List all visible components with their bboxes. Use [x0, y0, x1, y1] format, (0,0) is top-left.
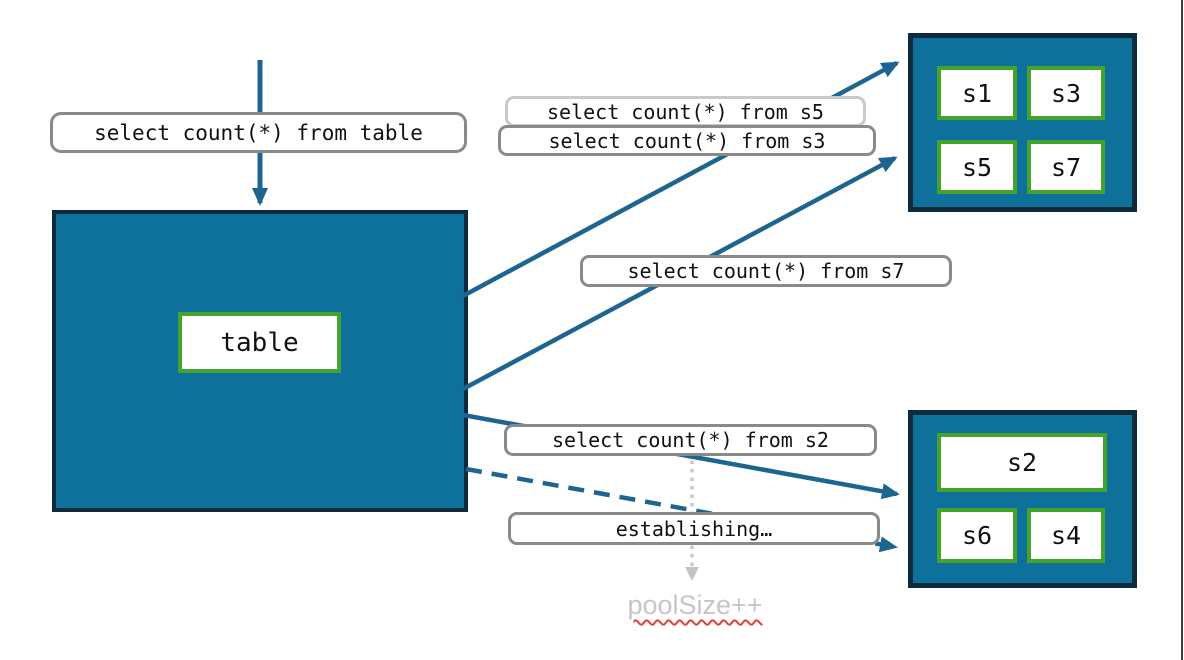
table-node-label-box: table [178, 312, 341, 373]
window-edge-line [1181, 0, 1183, 660]
shard-label-s7: s7 [1050, 152, 1082, 182]
shard-cell-s2: s2 [937, 433, 1107, 492]
query-label-s3: select count(*) from s3 [498, 125, 876, 156]
shard-label-s1: s1 [961, 78, 993, 108]
poolsize-note-text: poolSize++ [627, 590, 763, 620]
shard-group-top: s1 s3 s5 s7 [908, 33, 1137, 212]
query-label-s2: select count(*) from s2 [504, 424, 877, 456]
establishing-label-text: establishing… [615, 516, 773, 541]
shard-cell-s6: s6 [937, 508, 1017, 563]
query-label-s5: select count(*) from s5 [505, 96, 866, 127]
shard-label-s5: s5 [961, 152, 993, 182]
shard-label-s4: s4 [1050, 521, 1082, 550]
table-node: table [52, 210, 468, 512]
shard-label-s3: s3 [1050, 78, 1082, 108]
query-label-s7-text: select count(*) from s7 [627, 259, 905, 283]
arrow-establishing-dashed [465, 466, 898, 553]
query-label-table: select count(*) from table [50, 112, 467, 153]
shard-group-bottom: s2 s6 s4 [908, 410, 1137, 588]
shard-label-s6: s6 [961, 521, 993, 550]
poolsize-note: poolSize++ [600, 590, 790, 621]
query-label-s2-text: select count(*) from s2 [552, 428, 829, 452]
query-label-s7: select count(*) from s7 [580, 255, 952, 287]
shard-cell-s4: s4 [1027, 508, 1105, 563]
shard-cell-s7: s7 [1027, 140, 1105, 194]
establishing-label: establishing… [508, 512, 880, 545]
query-label-s3-text: select count(*) from s3 [548, 128, 826, 153]
query-label-s5-text: select count(*) from s5 [547, 99, 824, 124]
shard-cell-s1: s1 [937, 66, 1017, 120]
shard-cell-s3: s3 [1027, 66, 1105, 120]
shard-label-s2: s2 [1006, 448, 1038, 477]
shard-cell-s5: s5 [937, 140, 1017, 194]
table-label: table [220, 327, 299, 358]
query-label-table-text: select count(*) from table [94, 120, 423, 145]
